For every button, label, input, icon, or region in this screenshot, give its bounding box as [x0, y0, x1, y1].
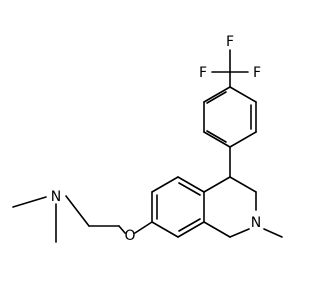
- bond-phenyl-f: [229, 131, 257, 148]
- atom-label-n-amine: N: [51, 189, 61, 205]
- bond-aromatic-e-inner: [178, 218, 201, 232]
- bond-aromatic-b: [151, 176, 179, 193]
- atom-label-n-ring: N: [251, 215, 261, 231]
- bond-aromatic-e: [177, 221, 205, 238]
- bond-ch2-to-o: [118, 225, 126, 234]
- chemical-structure-diagram: N O N F F F: [12, 34, 283, 244]
- bond-methyl-left-to-n: [12, 196, 47, 208]
- bond-n-methyl: [263, 228, 283, 238]
- bond-c4-to-aryl: [203, 176, 231, 193]
- bond-o-to-aryl: [134, 221, 153, 234]
- bond-n-c1: [229, 228, 250, 238]
- bond-c1-aryl: [203, 221, 231, 238]
- bond-c4-c3: [229, 176, 257, 193]
- atom-label-f-right: F: [253, 65, 261, 81]
- bond-phenyl-c: [203, 86, 231, 103]
- bond-aromatic-c: [177, 176, 205, 193]
- atom-label-o-ether: O: [124, 228, 135, 244]
- bond-phenyl-a: [203, 131, 231, 148]
- bond-phenyl-c-inner: [206, 91, 227, 104]
- bonds: [12, 49, 283, 243]
- bond-n-to-ch2: [65, 195, 90, 227]
- atom-label-f-top: F: [226, 34, 234, 50]
- bond-aromatic-f: [151, 221, 179, 238]
- molecule-canvas: N O N F F F: [12, 34, 283, 244]
- bond-aromatic-c-inner: [178, 182, 201, 196]
- atom-labels: N O N F F F: [51, 34, 261, 244]
- bond-phenyl-a-inner: [206, 130, 227, 143]
- bond-phenyl-d: [229, 86, 257, 103]
- atom-label-f-left: F: [199, 65, 207, 81]
